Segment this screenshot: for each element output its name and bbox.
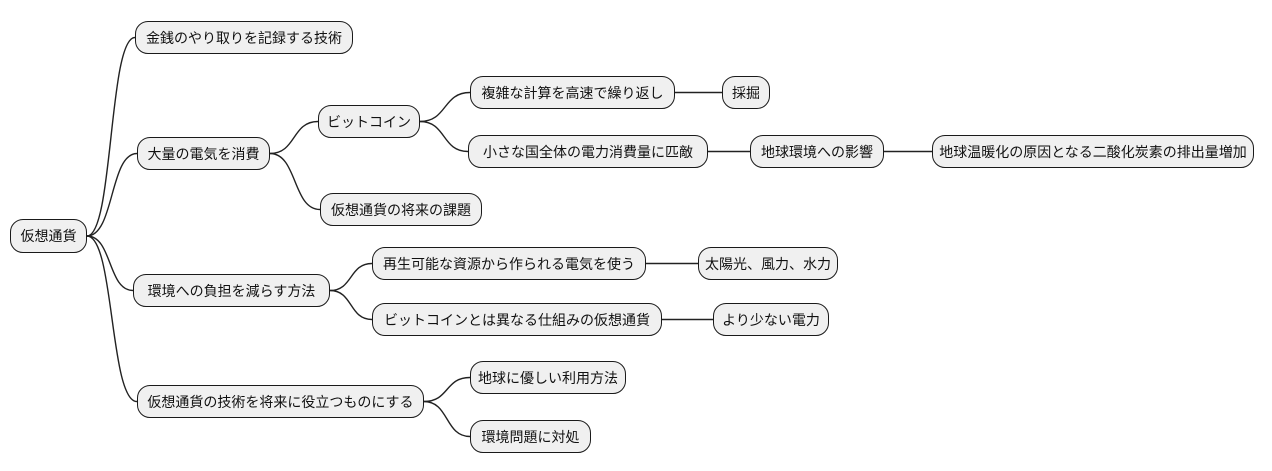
mindmap-node-future-useful: 仮想通貨の技術を将来に役立つものにする (137, 385, 424, 418)
node-label: 地球に優しい利用方法 (478, 369, 618, 386)
node-label: 仮想通貨の技術を将来に役立つものにする (147, 393, 414, 410)
node-label: 採掘 (732, 84, 760, 101)
node-label: 地球環境への影響 (761, 143, 873, 160)
node-label: 仮想通貨の将来の課題 (331, 201, 471, 218)
node-label: 金銭のやり取りを記録する技術 (146, 29, 342, 46)
mindmap-node-bitcoin: ビットコイン (318, 105, 420, 138)
node-label: 複雑な計算を高速で繰り返し (481, 84, 664, 101)
node-label: 再生可能な資源から作られる電気を使う (383, 255, 635, 272)
mindmap-node-env-problem: 環境問題に対処 (470, 420, 591, 453)
mindmap-node-renewable: 再生可能な資源から作られる電気を使う (372, 247, 646, 280)
node-label: 環境問題に対処 (481, 428, 580, 445)
mindmap-node-root: 仮想通貨 (10, 219, 87, 253)
mindmap-node-record-tech: 金銭のやり取りを記録する技術 (135, 21, 353, 54)
node-label: 環境への負担を減らす方法 (147, 282, 316, 299)
mindmap-node-reduce-burden: 環境への負担を減らす方法 (133, 274, 330, 307)
node-label: ビットコイン (327, 113, 411, 130)
mindmap-node-mining: 採掘 (722, 76, 770, 109)
node-label: 仮想通貨 (20, 228, 77, 244)
mindmap-node-co2-increase: 地球温暖化の原因となる二酸化炭素の排出量増加 (932, 135, 1254, 168)
mindmap-node-env-impact: 地球環境への影響 (750, 135, 884, 168)
node-label: ビットコインとは異なる仕組みの仮想通貨 (384, 311, 650, 328)
node-label: より少ない電力 (722, 311, 820, 328)
mindmap-node-electricity: 大量の電気を消費 (137, 137, 270, 170)
mindmap-node-future-issue: 仮想通貨の将来の課題 (320, 193, 482, 226)
mindmap-node-solar-wind-hydro: 太陽光、風力、水力 (698, 247, 838, 280)
mindmap-node-less-power: より少ない電力 (713, 303, 829, 336)
node-label: 地球温暖化の原因となる二酸化炭素の排出量増加 (939, 143, 1247, 160)
node-label: 太陽光、風力、水力 (705, 255, 831, 272)
mindmap-node-earth-friendly: 地球に優しい利用方法 (470, 361, 626, 394)
node-label: 大量の電気を消費 (147, 145, 260, 162)
mindmap-node-alt-crypto: ビットコインとは異なる仕組みの仮想通貨 (372, 303, 662, 336)
mindmap-node-complex-calc: 複雑な計算を高速で繰り返し (470, 76, 675, 109)
mindmap-node-small-country: 小さな国全体の電力消費量に匹敵 (468, 135, 708, 168)
node-label: 小さな国全体の電力消費量に匹敵 (483, 143, 693, 160)
